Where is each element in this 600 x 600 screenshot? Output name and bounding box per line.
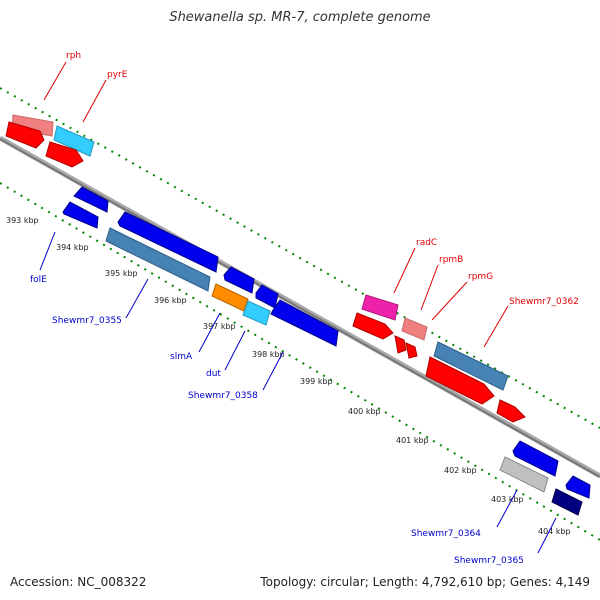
gene-pyrE[interactable] — [53, 125, 95, 157]
scale-label-396: 396 kbp — [154, 296, 187, 305]
accession-text: Accession: NC_008322 — [10, 575, 147, 589]
label-Shewmr7_0358: Shewmr7_0358 — [188, 391, 258, 401]
cds-forward-1[interactable] — [5, 121, 45, 149]
leader-Shewmr7_0358 — [262, 351, 284, 391]
cds-reverse-4[interactable] — [512, 440, 559, 477]
leader-slmA — [198, 312, 221, 353]
cds-forward-2[interactable] — [45, 141, 84, 168]
leader-Shewmr7_0365 — [537, 517, 557, 554]
gene-Shewmr7_0355[interactable] — [105, 227, 211, 292]
scale-label-400: 400 kbp — [348, 407, 381, 416]
gene-radC[interactable] — [361, 294, 399, 321]
topology-text: Topology: circular; Length: 4,792,610 bp… — [260, 575, 590, 589]
gene-Shewmr7_0358[interactable] — [270, 299, 339, 347]
scale-label-404: 404 kbp — [538, 527, 571, 536]
gene-Shewmr7_0362[interactable] — [433, 341, 509, 391]
cds-reverse-long[interactable] — [117, 211, 219, 273]
scale-label-395: 395 kbp — [105, 269, 138, 278]
leader-rph — [43, 61, 67, 101]
leader-dut — [224, 330, 246, 371]
label-Shewmr7_0362: Shewmr7_0362 — [509, 297, 579, 307]
label-radC: radC — [416, 238, 437, 248]
label-rpmB: rpmB — [439, 255, 463, 265]
scale-label-394: 394 kbp — [56, 243, 89, 252]
leader-rpmG — [431, 281, 468, 321]
upper-dotted-line — [0, 87, 600, 429]
leader-Shewmr7_0364 — [496, 489, 518, 528]
gene-Shewmr7_0365[interactable] — [551, 488, 583, 516]
gene-dut[interactable] — [242, 300, 271, 326]
leader-folE — [39, 231, 56, 271]
scale-label-393: 393 kbp — [6, 216, 39, 225]
cds-forward-small[interactable] — [405, 342, 418, 359]
label-rph: rph — [66, 51, 81, 61]
cds-forward-radC-strand[interactable] — [352, 312, 394, 340]
label-folE: folE — [30, 275, 47, 285]
genome-backbone — [0, 135, 600, 479]
figure-title: Shewanella sp. MR-7, complete genome — [169, 10, 431, 25]
cds-forward-4[interactable] — [496, 399, 526, 423]
cds-reverse-2[interactable] — [223, 266, 255, 294]
leader-radC — [393, 247, 416, 294]
leader-Shewmr7_0355 — [125, 278, 149, 319]
cds-reverse-5[interactable] — [565, 475, 591, 499]
lower-dotted-line — [0, 182, 600, 541]
leader-rpmB — [420, 264, 439, 311]
scale-label-397: 397 kbp — [203, 322, 236, 331]
label-dut: dut — [206, 369, 221, 379]
cds-forward-3[interactable] — [425, 356, 495, 405]
label-Shewmr7_0365: Shewmr7_0365 — [454, 556, 524, 566]
label-pyrE: pyrE — [107, 70, 128, 80]
gene-Shewmr7_0364[interactable] — [499, 456, 549, 493]
label-slmA: slmA — [170, 352, 193, 362]
gene-rpmG[interactable] — [394, 335, 407, 354]
leader-Shewmr7_0362 — [483, 305, 509, 348]
scale-label-401: 401 kbp — [396, 436, 429, 445]
gene-rpmB[interactable] — [401, 317, 428, 341]
leader-pyrE — [82, 79, 107, 123]
scale-label-403: 403 kbp — [491, 495, 524, 504]
cds-reverse-1[interactable] — [73, 186, 109, 213]
scale-label-399: 399 kbp — [300, 377, 333, 386]
label-Shewmr7_0355: Shewmr7_0355 — [52, 316, 122, 326]
label-Shewmr7_0364: Shewmr7_0364 — [411, 529, 481, 539]
label-rpmG: rpmG — [468, 272, 493, 282]
scale-label-402: 402 kbp — [444, 466, 477, 475]
gene-folE[interactable] — [62, 201, 99, 229]
scale-label-398: 398 kbp — [252, 350, 285, 359]
cds-reverse-3[interactable] — [255, 284, 279, 309]
